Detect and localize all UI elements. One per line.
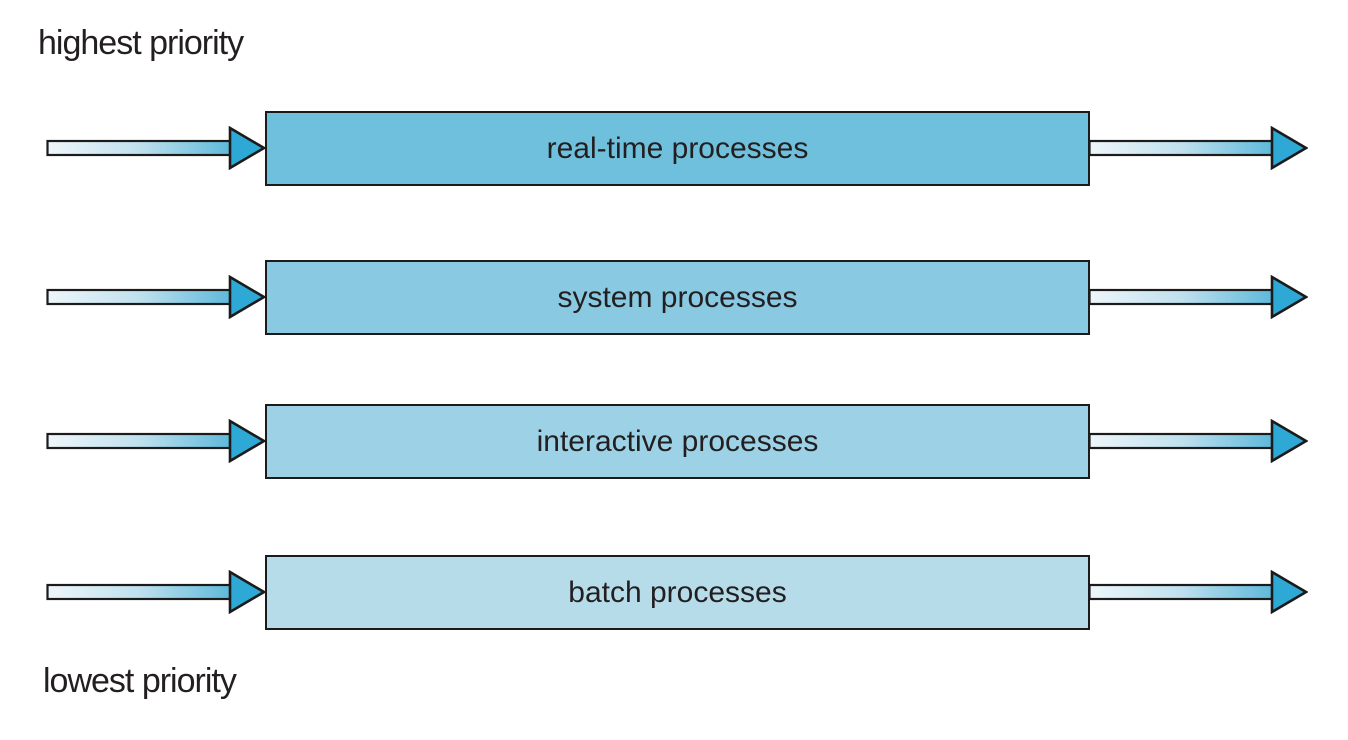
lowest-priority-label: lowest priority — [43, 662, 237, 700]
queue-outflow-arrow — [1088, 275, 1308, 319]
queue-inflow-arrow — [46, 126, 266, 170]
highest-priority-label: highest priority — [38, 24, 244, 62]
queue-label: batch processes — [568, 575, 787, 609]
queue-outflow-arrow — [1088, 419, 1308, 463]
arrow-shaft — [46, 288, 234, 306]
queue-inflow-arrow — [46, 275, 266, 319]
queue-label: interactive processes — [536, 424, 819, 458]
arrow-head — [228, 275, 266, 319]
arrow-head — [1270, 126, 1308, 170]
arrow-shaft — [46, 139, 234, 157]
queue-outflow-arrow — [1088, 570, 1308, 614]
queue-outflow-arrow — [1088, 126, 1308, 170]
queue-label: real-time processes — [546, 131, 809, 165]
arrow-shaft — [1088, 139, 1276, 157]
arrow-head — [228, 126, 266, 170]
queue-box-realtime: real-time processes — [265, 111, 1090, 186]
arrow-head — [228, 570, 266, 614]
arrow-shaft — [46, 432, 234, 450]
queue-box-batch: batch processes — [265, 555, 1090, 630]
arrow-shaft — [1088, 583, 1276, 601]
arrow-head — [1270, 570, 1308, 614]
queue-box-system: system processes — [265, 260, 1090, 335]
arrow-head — [228, 419, 266, 463]
arrow-shaft — [1088, 288, 1276, 306]
queue-label: system processes — [557, 280, 798, 314]
arrow-head — [1270, 419, 1308, 463]
arrow-shaft — [1088, 432, 1276, 450]
queue-inflow-arrow — [46, 570, 266, 614]
arrow-head — [1270, 275, 1308, 319]
queue-box-interactive: interactive processes — [265, 404, 1090, 479]
queue-inflow-arrow — [46, 419, 266, 463]
arrow-shaft — [46, 583, 234, 601]
